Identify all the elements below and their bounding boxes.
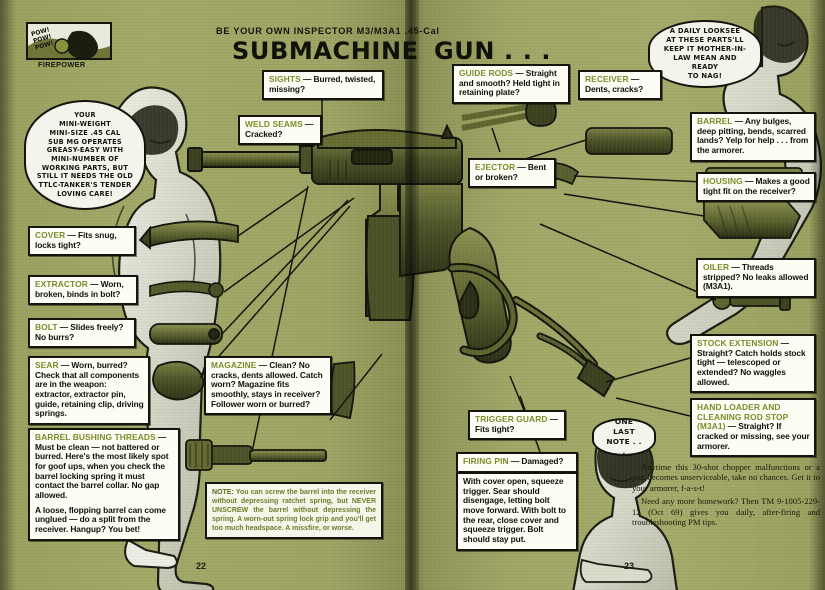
callout-body: — Fits snug, locks tight? bbox=[35, 230, 117, 250]
callout-keyword: COVER bbox=[35, 230, 66, 240]
note-text: You can screw the barrel into the receiv… bbox=[212, 489, 376, 533]
callout-barrel: BARREL — Any bulges, deep pitting, bends… bbox=[690, 112, 816, 162]
page-edge-left bbox=[0, 0, 16, 590]
part-magazine bbox=[329, 361, 356, 420]
svg-text:POW!: POW! bbox=[32, 33, 52, 45]
callout-keyword: HOUSING bbox=[703, 176, 743, 186]
callout-keyword: OILER bbox=[703, 262, 730, 272]
callout-keyword: EJECTOR bbox=[475, 162, 516, 172]
spread-gutter bbox=[405, 0, 419, 590]
callout-hand-loader: HAND LOADER AND CLEANING ROD STOP (M3A1)… bbox=[690, 398, 816, 458]
callout-keyword: SIGHTS bbox=[269, 74, 301, 84]
callout-keyword: GUIDE RODS bbox=[459, 68, 514, 78]
callout-sear: SEAR — Worn, burred? Check that all comp… bbox=[28, 356, 150, 425]
page-number-right: 23 bbox=[624, 561, 635, 571]
callout-keyword: BARREL BUSHING THREADS bbox=[35, 432, 156, 442]
part-sear bbox=[152, 360, 205, 401]
callout-body: — Must be clean — not battered or burred… bbox=[35, 432, 169, 500]
callout-bolt: BOLT — Slides freely? No burrs? bbox=[28, 318, 136, 349]
callout-body: — Dents, cracks? bbox=[585, 74, 644, 94]
part-cover bbox=[138, 220, 239, 250]
callout-extractor: EXTRACTOR — Worn, broken, binds in bolt? bbox=[28, 275, 138, 306]
callout-body: — Straight? Catch holds stock tight — te… bbox=[697, 338, 806, 387]
callout-barrel-bushing-threads: BARREL BUSHING THREADS — Must be clean —… bbox=[28, 428, 180, 541]
callout-keyword: BOLT bbox=[35, 322, 58, 332]
callout-keyword: TRIGGER GUARD bbox=[475, 414, 548, 424]
closing-paragraph-2: Need any more homework? Then TM 9-1005-2… bbox=[632, 496, 820, 528]
firing-pin-detail-box: With cover open, squeeze trigger. Sear s… bbox=[456, 472, 578, 551]
firing-pin-detail-text: With cover open, squeeze trigger. Sear s… bbox=[463, 476, 566, 544]
part-housing bbox=[703, 199, 802, 239]
callout-body: — Threads stripped? No leaks allowed (M3… bbox=[703, 262, 809, 292]
callout-body: — Slides freely? No burrs? bbox=[35, 322, 124, 342]
callout-ejector: EJECTOR — Bent or broken? bbox=[468, 158, 556, 189]
callout-receiver: RECEIVER — Dents, cracks? bbox=[578, 70, 662, 101]
callout-magazine: MAGAZINE — Clean? No cracks, dents allow… bbox=[204, 356, 332, 416]
callout-body: — Straight? If cracked or missing, see y… bbox=[697, 421, 810, 451]
note-lead: NOTE: bbox=[212, 489, 234, 496]
part-receiver bbox=[585, 127, 673, 155]
callout-body: — Any bulges, deep pitting, bends, scarr… bbox=[697, 116, 809, 155]
kicker-line: BE YOUR OWN INSPECTOR M3/M3A1 .45-Cal bbox=[216, 26, 440, 36]
callout-keyword: SEAR bbox=[35, 360, 59, 370]
callout-keyword: FIRING PIN bbox=[463, 456, 509, 466]
part-barrel-bushing bbox=[185, 439, 327, 471]
callout-body: — Damaged? bbox=[508, 456, 564, 466]
callout-firing-pin: FIRING PIN — Damaged? bbox=[456, 452, 578, 473]
callout-body: — Worn, broken, binds in bolt? bbox=[35, 279, 124, 299]
callout-body-2: A loose, flopping barrel can come unglue… bbox=[35, 504, 166, 534]
callout-guide-rods: GUIDE RODS — Straight and smooth? Held t… bbox=[452, 64, 570, 104]
part-extractor bbox=[149, 280, 224, 298]
firepower-label: FIREPOWER bbox=[38, 60, 86, 69]
callout-sights: SIGHTS — Burred, twisted, missing? bbox=[262, 70, 384, 101]
svg-text:POW!: POW! bbox=[30, 26, 50, 38]
callout-body: — Cracked? bbox=[245, 119, 314, 139]
callout-keyword: HAND LOADER AND CLEANING ROD STOP (M3A1) bbox=[697, 402, 789, 432]
firepower-panel: POW! POW! POW! bbox=[26, 22, 112, 60]
callout-body: — Straight and smooth? Held tight in ret… bbox=[459, 68, 560, 98]
callout-body: — Clean? No cracks, dents allowed. Catch… bbox=[211, 360, 323, 409]
callout-keyword: STOCK EXTENSION bbox=[697, 338, 779, 348]
callout-trigger-guard: TRIGGER GUARD — Fits tight? bbox=[468, 410, 566, 441]
callout-body: — Burred, twisted, missing? bbox=[269, 74, 376, 94]
callout-keyword: RECEIVER bbox=[585, 74, 629, 84]
callout-keyword: WELD SEAMS bbox=[245, 119, 303, 129]
callout-keyword: EXTRACTOR bbox=[35, 279, 88, 289]
callout-stock-extension: STOCK EXTENSION — Straight? Catch holds … bbox=[690, 334, 816, 394]
closing-paragraph-1: Anytime this 30-shot chopper malfunction… bbox=[632, 462, 820, 493]
part-bolt bbox=[149, 323, 223, 345]
page-title-left: SUBMACHINE bbox=[232, 37, 419, 65]
callout-housing: HOUSING — Makes a good tight fit on the … bbox=[696, 172, 816, 203]
callout-body: — Fits tight? bbox=[475, 414, 559, 434]
page-title-right: GUN . . . bbox=[434, 37, 552, 65]
note-box: NOTE: You can screw the barrel into the … bbox=[205, 482, 383, 540]
page-number-left: 22 bbox=[196, 561, 207, 571]
callout-oiler: OILER — Threads stripped? No leaks allow… bbox=[696, 258, 816, 298]
closing-copy: Anytime this 30-shot chopper malfunction… bbox=[632, 462, 820, 528]
callout-body: — Worn, burred? Check that all component… bbox=[35, 360, 144, 419]
callout-weld-seams: WELD SEAMS — Cracked? bbox=[238, 115, 322, 146]
callout-cover: COVER — Fits snug, locks tight? bbox=[28, 226, 136, 257]
svg-text:POW!: POW! bbox=[34, 40, 54, 52]
callout-body: — Bent or broken? bbox=[475, 162, 547, 182]
callout-body: — Makes a good tight fit on the receiver… bbox=[703, 176, 810, 196]
callout-keyword: BARREL bbox=[697, 116, 733, 126]
callout-keyword: MAGAZINE bbox=[211, 360, 257, 370]
